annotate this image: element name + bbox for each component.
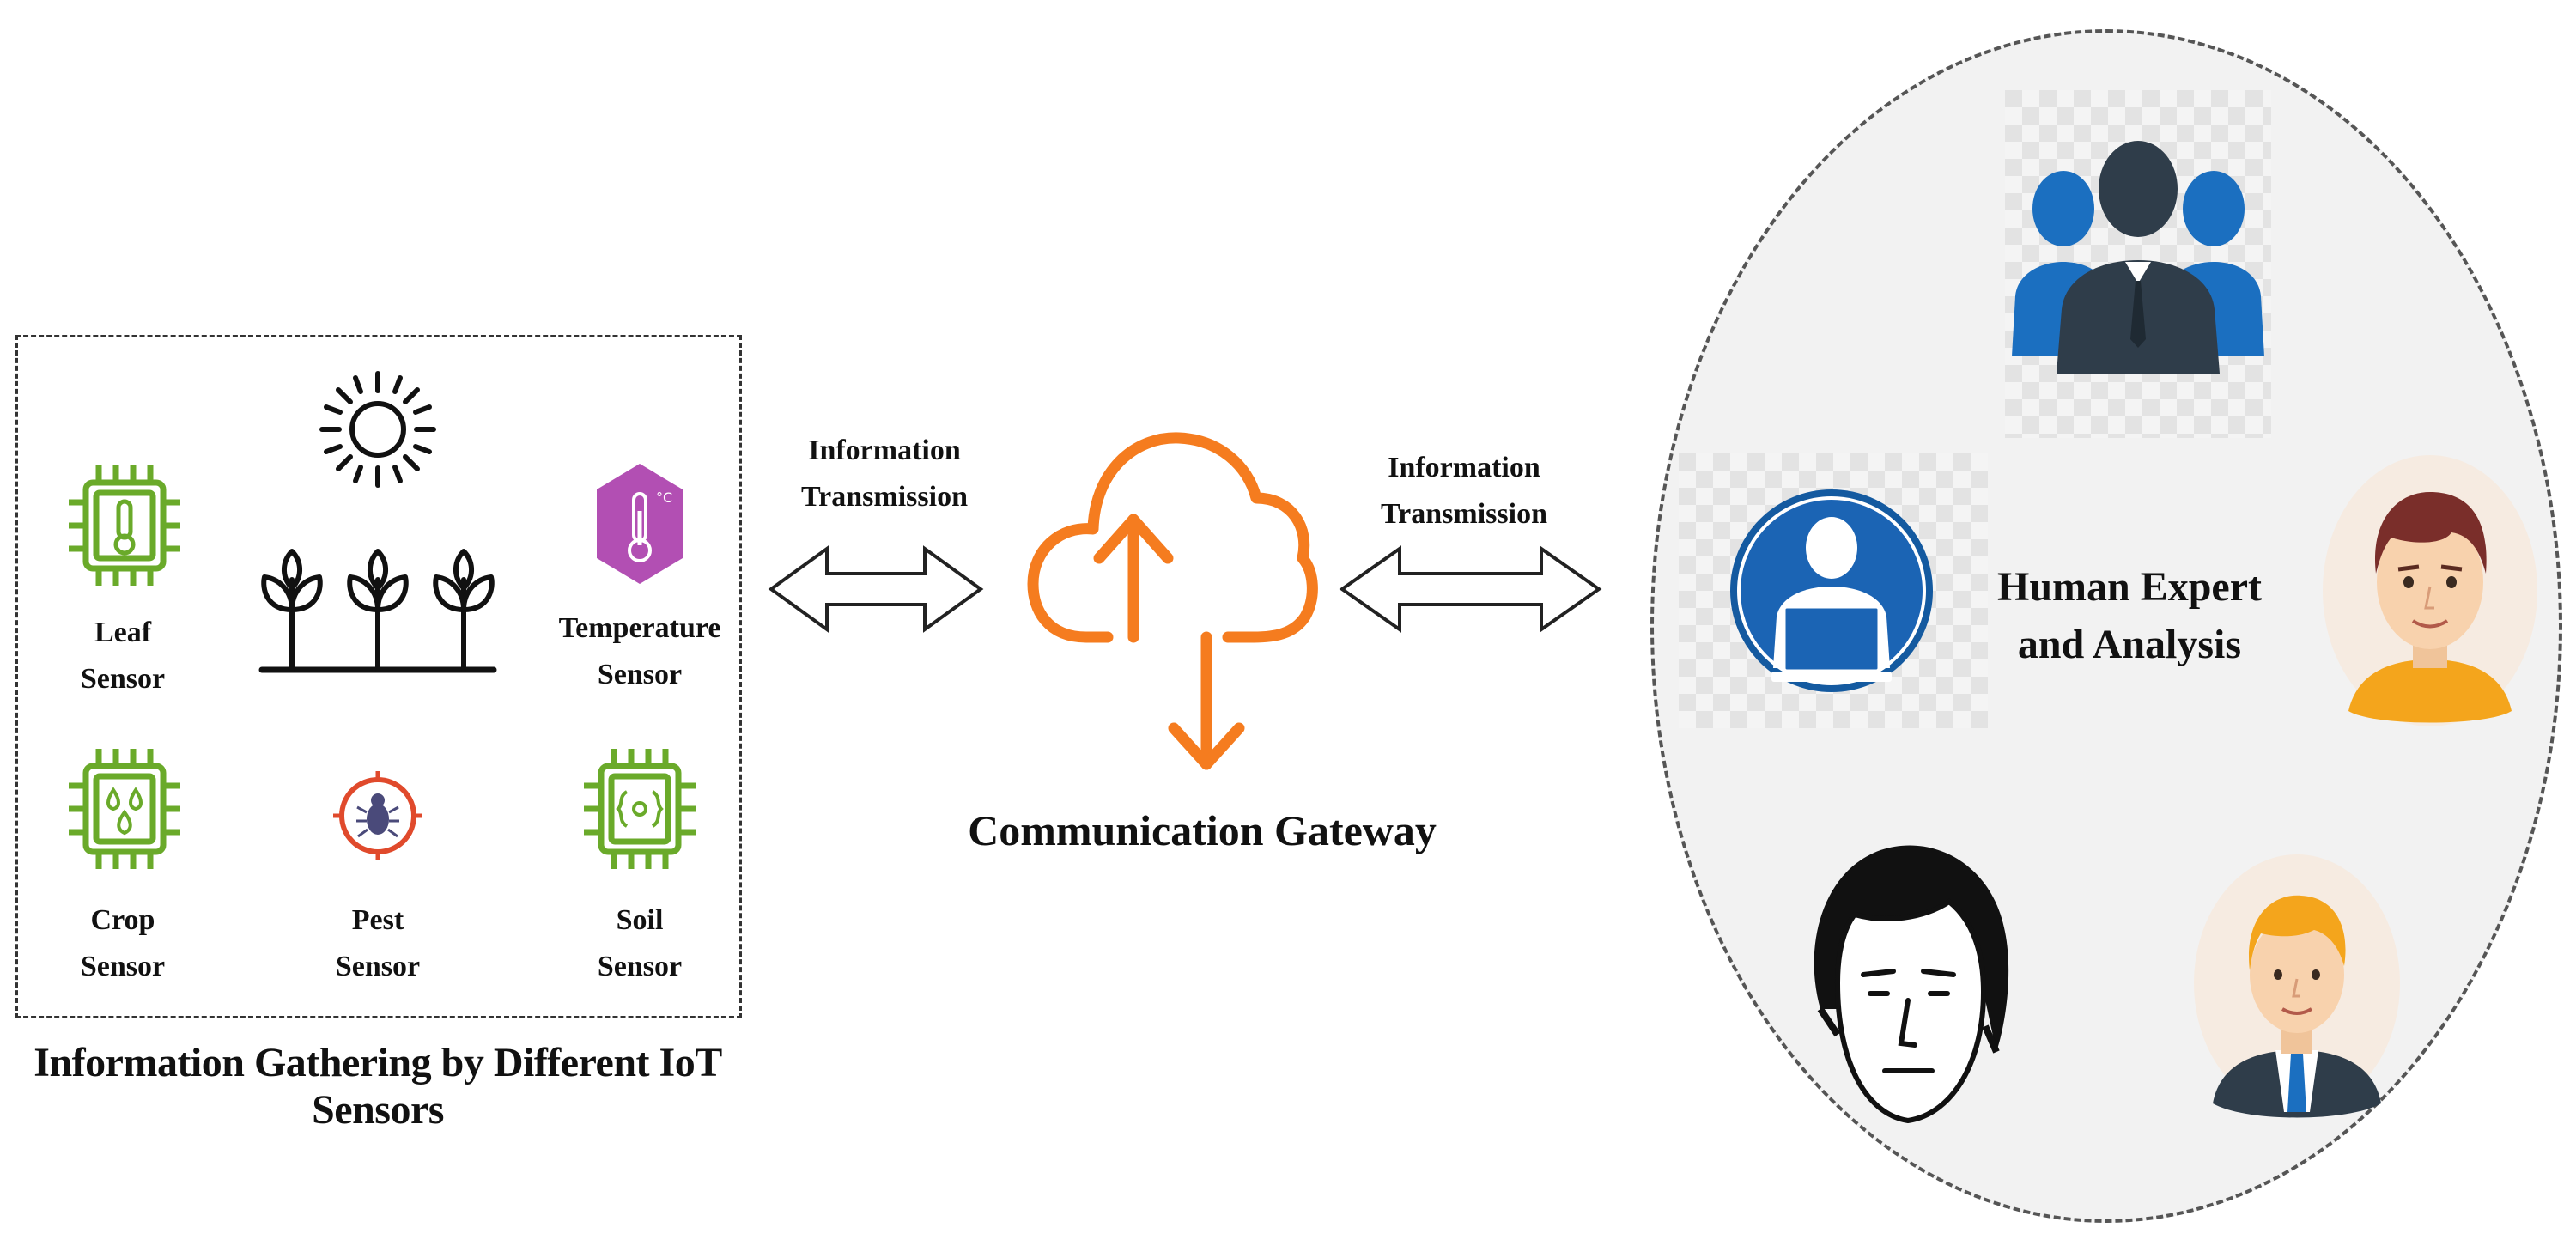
sun-icon [319, 371, 436, 488]
team-icon [2005, 90, 2271, 438]
svg-text:°C: °C [656, 489, 672, 506]
pest-sensor-bug-icon [333, 771, 422, 860]
crop-sensor-chip-icon [69, 749, 180, 869]
temperature-sensor-hexagon-icon: °C [597, 464, 683, 584]
sensor-panel-caption: Information Gathering by Different IoT S… [33, 1040, 722, 1133]
cloud-upload-download-icon [1027, 432, 1318, 770]
double-arrow-left [768, 545, 984, 633]
gateway-caption: Communication Gateway [968, 806, 1437, 854]
double-arrow-right [1339, 545, 1602, 633]
leaf-sensor-chip-icon [69, 465, 180, 586]
sketched-face-icon [1814, 845, 2009, 1124]
temperature-sensor-label: Temperature Sensor [558, 612, 721, 691]
expert-panel-title: Human Expert and Analysis [1996, 564, 2262, 668]
soil-sensor-chip-icon [584, 749, 696, 869]
leaf-sensor-label: Leaf Sensor [80, 617, 166, 696]
link-label-left: Information Transmission [801, 435, 968, 514]
link-label-right: Information Transmission [1381, 452, 1547, 531]
laptop-user-icon [1679, 453, 1988, 728]
businessman-avatar-icon [2194, 854, 2400, 1118]
plants-icon [258, 549, 497, 673]
man-avatar-icon [2323, 455, 2537, 726]
pest-sensor-label: Pest Sensor [335, 904, 421, 983]
soil-sensor-label: Soil Sensor [597, 904, 683, 983]
sensor-panel [15, 335, 742, 1018]
crop-sensor-label: Crop Sensor [80, 904, 166, 983]
